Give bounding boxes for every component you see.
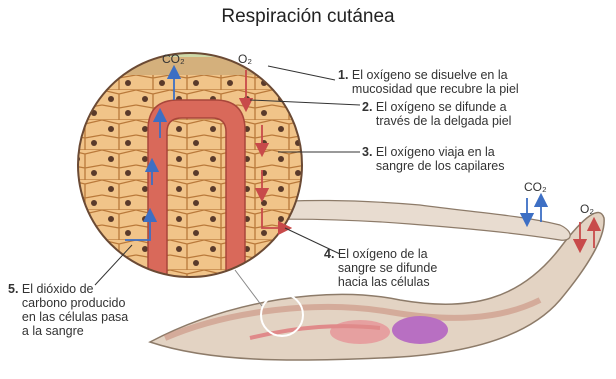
co2-label: CO₂ [162,52,185,66]
step-5-label: 5. El dióxido de carbono producido en la… [8,282,128,338]
o2-side-label: O₂ [580,202,594,216]
step-4-label: 4. El oxígeno de la sangre se difunde ha… [324,247,437,289]
magnified-tissue [70,50,310,300]
co2-side-label: CO₂ [524,180,547,194]
step-2-label: 2. El oxígeno se difunde a través de la … [362,100,511,128]
step-1-label: 1. El oxígeno se disuelve en la mucosida… [338,68,519,96]
o2-label: O₂ [238,52,252,66]
step-3-label: 3. El oxígeno viaja en la sangre de los … [362,145,504,173]
